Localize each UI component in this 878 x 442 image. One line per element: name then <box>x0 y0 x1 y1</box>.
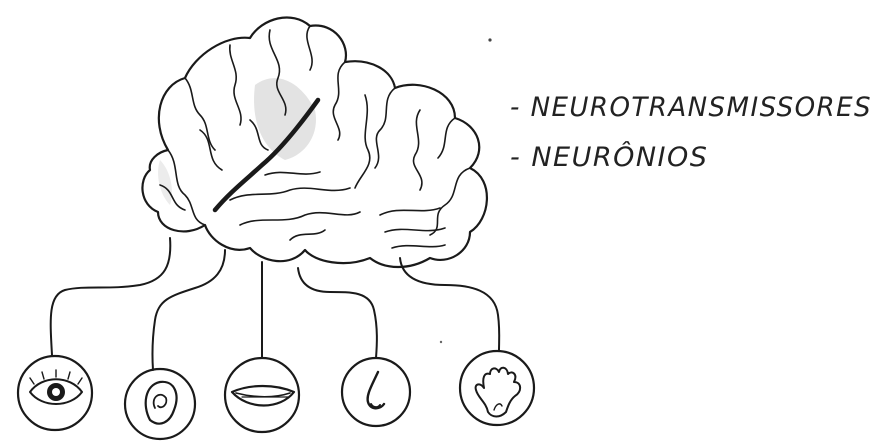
nose-icon <box>368 372 384 408</box>
label-neurotransmissores: - NEUROTRANSMISSORES <box>510 92 872 123</box>
connector-hearing <box>152 250 225 370</box>
hand-icon <box>476 368 521 417</box>
mouth-icon <box>232 386 294 406</box>
sense-hearing <box>125 369 195 439</box>
brain-drawing <box>142 17 486 267</box>
stray-dot <box>488 38 491 41</box>
stray-dot <box>440 341 442 343</box>
ear-icon <box>146 382 177 424</box>
sense-vision <box>18 356 92 430</box>
sense-smell <box>342 358 410 426</box>
sense-taste <box>225 358 299 432</box>
sense-touch <box>460 351 534 425</box>
connector-touch <box>400 258 499 350</box>
eye-icon <box>30 370 82 404</box>
label-neuronios: - NEURÔNIOS <box>510 141 708 173</box>
connector-smell <box>298 268 377 358</box>
